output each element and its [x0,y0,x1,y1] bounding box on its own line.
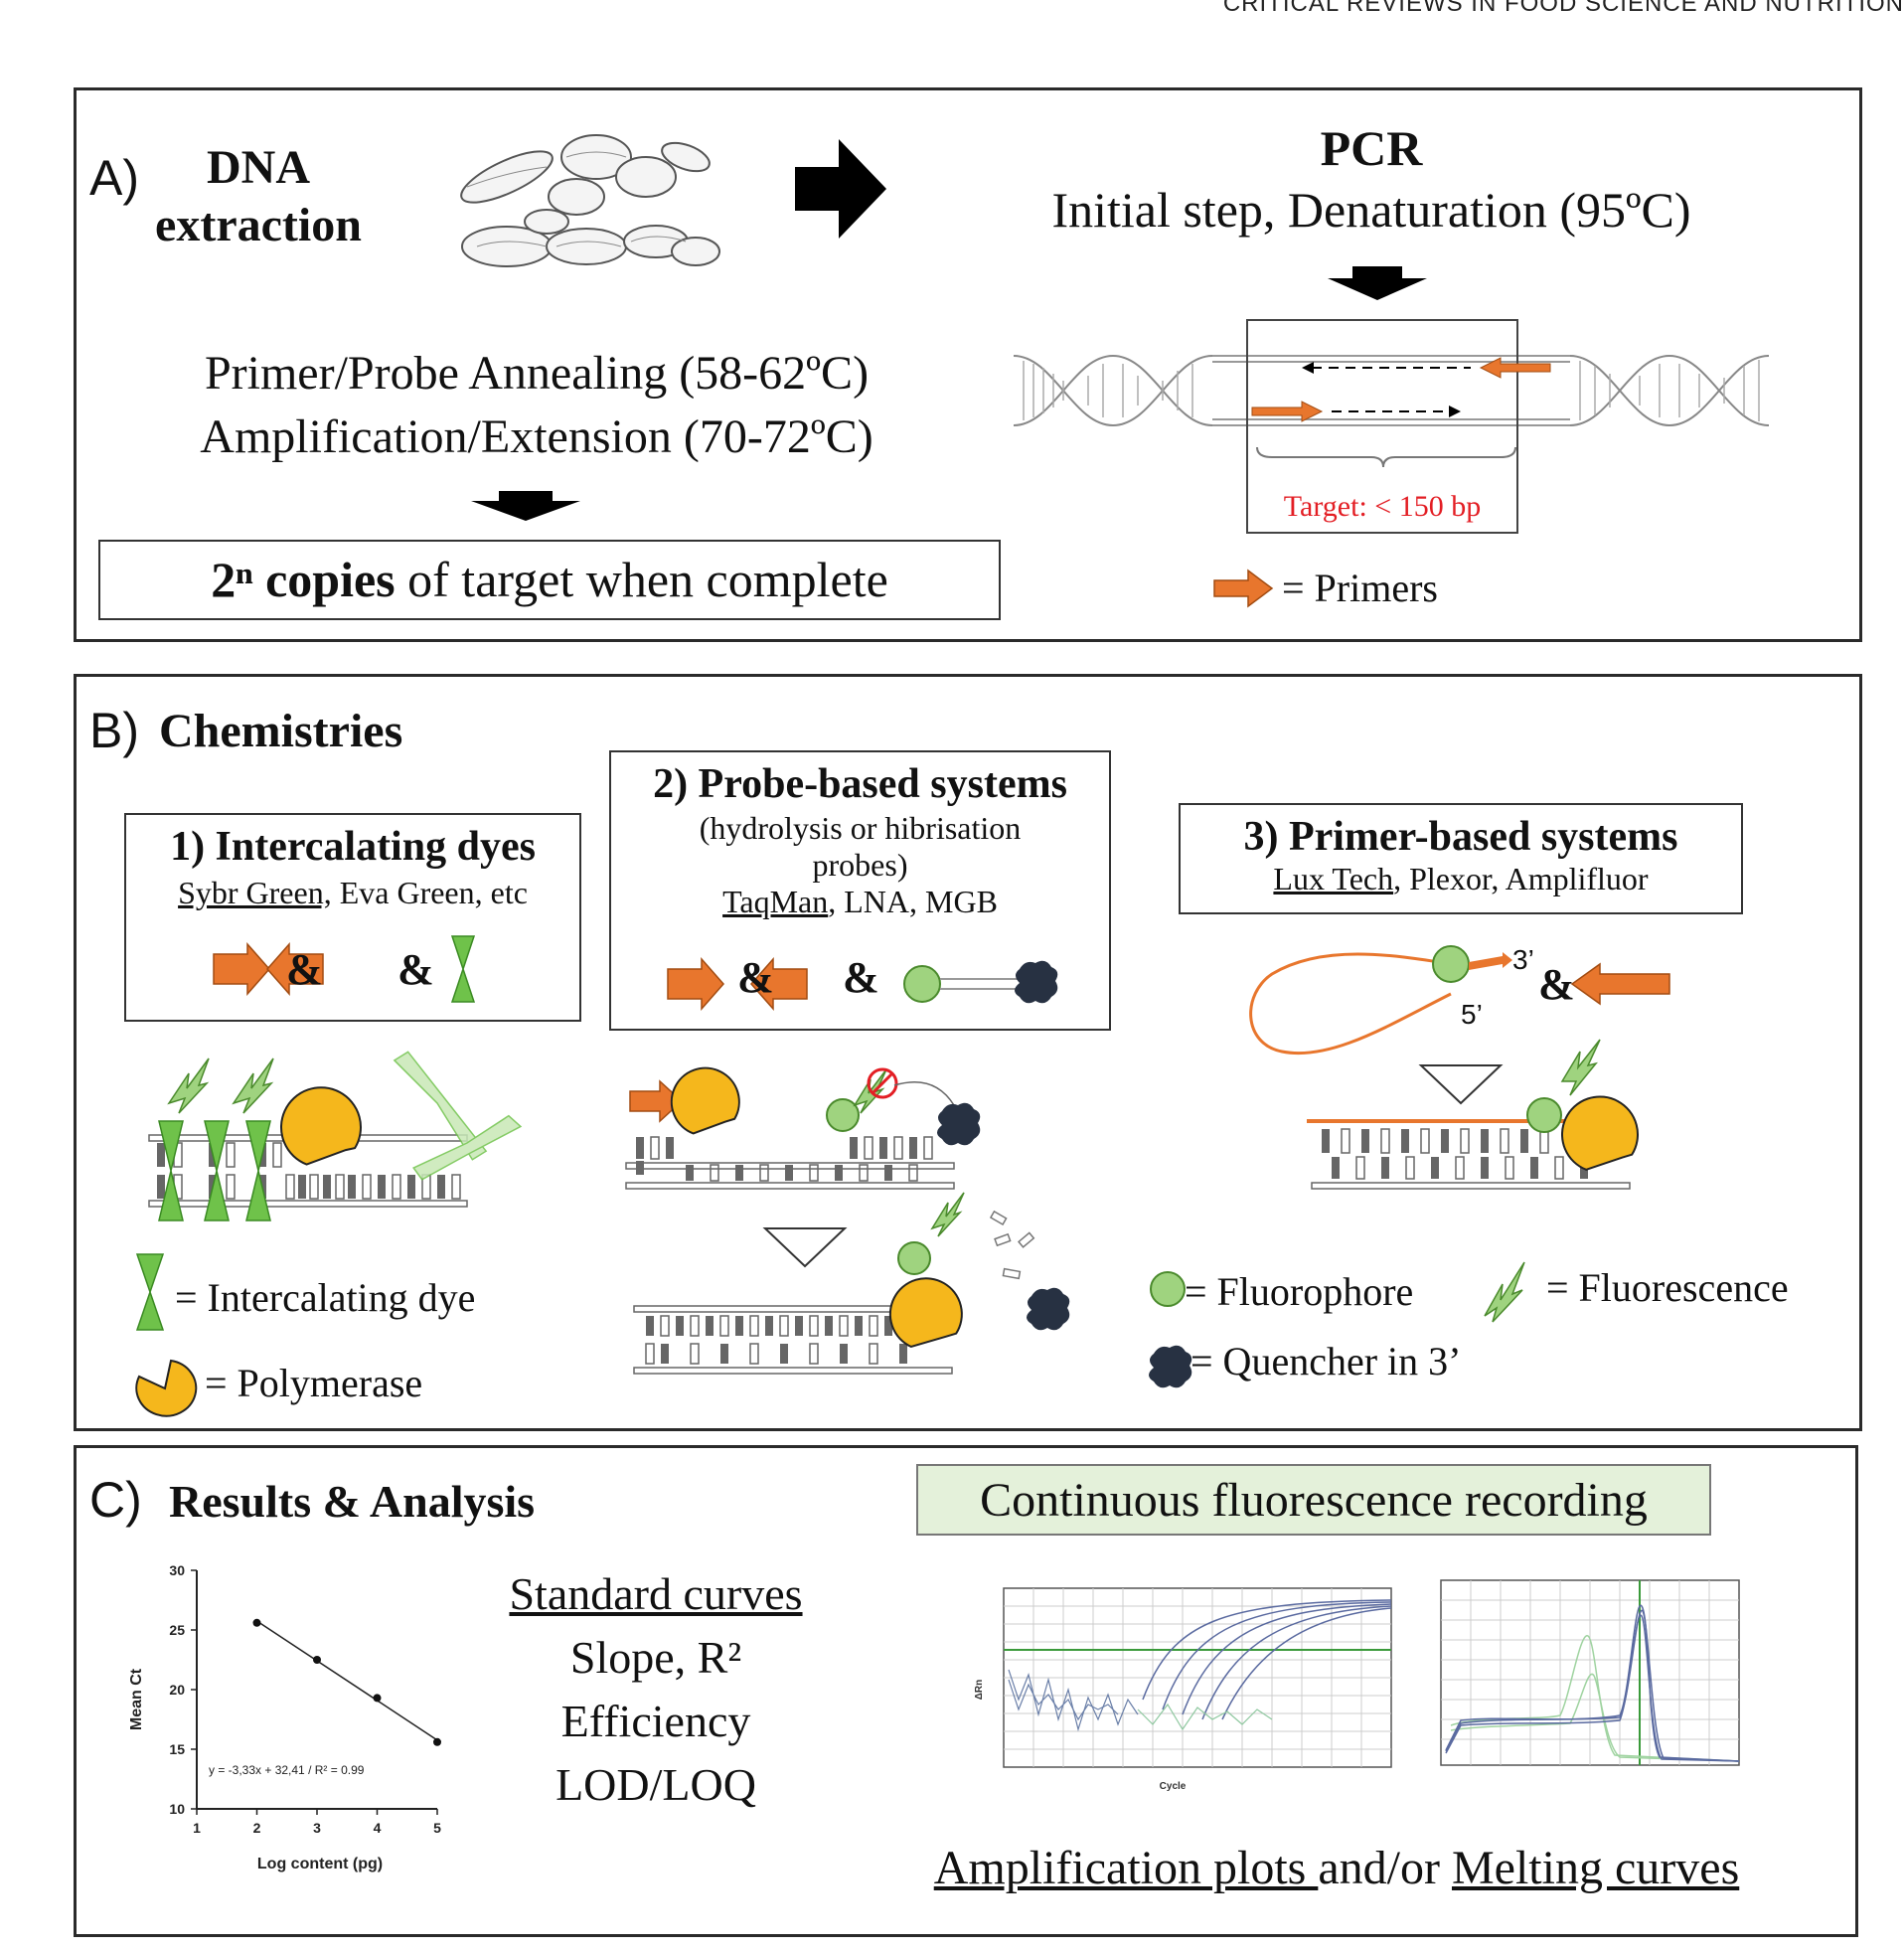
box2-sub3: TaqMan, LNA, MGB [611,884,1109,920]
std-chart-point [252,1618,261,1627]
box1-subtitle: Sybr Green, Eva Green, etc [126,875,579,911]
std-chart-fit-line [256,1620,438,1741]
panel-b-letter: B) [89,703,139,758]
melting-curve-plot [1440,1579,1740,1766]
amp-2: & [397,945,434,994]
std-chart-y-tick-label: 20 [169,1682,185,1698]
panel-c-letter: C) [89,1472,142,1528]
seeds-illustration [460,134,720,267]
box1-sub-ul: Sybr Green, [178,875,332,910]
amp-4: & [843,953,879,1002]
standard-curve-chart: Mean Ct Log content (pg) y = -3,33x + 32… [128,1562,441,1872]
pcr-initial-step: Initial step, Denaturation (95ºC) [1051,182,1691,238]
std-chart-y-tick-label: 25 [169,1622,185,1638]
dna-line2: extraction [155,199,362,251]
amplification-plots-label: Amplification plots [933,1842,1319,1894]
box3-sub-rest: , Plexor, Amplifluor [1393,861,1649,896]
panel-a-letter: A) [89,150,139,206]
box2-sub1: (hydrolysis or hibrisation [699,810,1022,846]
std-chart-point [433,1737,441,1746]
box2-components [667,957,1058,1011]
andor-label: and/or [1318,1842,1452,1894]
probe-reaction [625,1066,1070,1375]
amp-5: & [1538,960,1575,1009]
quencher-legend-icon [1149,1345,1192,1388]
melting-curves-label: Melting curves [1451,1842,1740,1894]
std-chart-x-tick-label: 3 [313,1820,321,1836]
pcr-title: PCR [1320,120,1423,176]
intercalating-dyes-box: 1) Intercalating dyes Sybr Green, Eva Gr… [124,813,581,1022]
slope-label: Slope, R² [569,1632,742,1683]
continuous-recording-box: Continuous fluorescence recording [916,1464,1711,1536]
primers-legend: = Primers [1282,566,1438,610]
std-chart-y-tick-label: 15 [169,1741,185,1757]
intercalating-reaction [148,1051,523,1221]
dna-line1: DNA [207,141,310,194]
target-label: Target: < 150 bp [1283,490,1482,523]
down-arrow-icon [1328,266,1427,300]
panel-c-title: Results & Analysis [169,1476,536,1527]
prime-5: 5’ [1461,999,1483,1030]
fluorescence-legend-icon [1484,1261,1525,1323]
primer-reaction [1307,1039,1639,1190]
panel-b-title: Chemistries [159,705,403,757]
big-right-arrow-icon [795,139,886,239]
box3-title: 3) Primer-based systems [1243,814,1678,860]
std-chart-point [313,1656,321,1664]
amp-1: & [286,945,323,994]
copies-rest: of target when complete [395,552,888,607]
annealing-text: Primer/Probe Annealing (58-62ºC) [204,347,870,400]
std-chart-xlabel: Log content (pg) [257,1856,383,1872]
legend-polymerase: = Polymerase [205,1361,423,1405]
standard-curves-label: Standard curves [509,1568,803,1619]
legend-fluorescence: = Fluorescence [1546,1265,1789,1310]
analysis-list: Standard curves Slope, R² Efficiency LOD… [467,1562,845,1817]
std-chart-point [373,1694,382,1703]
amp-plot-xlabel: Cycle [1160,1781,1187,1792]
intercalating-dye-legend-icon [135,1253,165,1331]
plots-caption: Amplification plots and/or Melting curve… [929,1841,1744,1895]
efficiency-label: Efficiency [560,1696,751,1746]
std-chart-x-tick-label: 2 [253,1820,261,1836]
box2-sub2: probes) [812,847,908,883]
down-arrow-icon [471,491,580,521]
hairpin-primer [1249,945,1670,1056]
copies-box: 2ⁿ copies of target when complete [98,540,1001,620]
dna-extraction-title: DNA extraction [129,139,388,254]
box2-sub3-rest: , LNA, MGB [828,884,998,919]
extension-text: Amplification/Extension (70-72ºC) [200,410,873,463]
std-chart-x-tick-label: 4 [374,1820,382,1836]
box3-subtitle: Lux Tech, Plexor, Amplifluor [1181,861,1741,897]
box2-sub3-ul: TaqMan [722,884,829,919]
prime-3: 3’ [1512,944,1534,975]
legend-intercalating-dye: = Intercalating dye [175,1275,476,1320]
primer-based-box: 3) Primer-based systems Lux Tech, Plexor… [1179,803,1743,914]
fluorophore-legend-icon [1150,1271,1186,1307]
dna-helix-diagram [1013,319,1770,534]
legend-quencher: = Quencher in 3’ [1190,1339,1462,1383]
legend-fluorophore: = Fluorophore [1185,1269,1414,1314]
box3-sub-ul: Lux Tech [1273,861,1394,896]
amp-3: & [737,953,774,1002]
box2-title: 2) Probe-based systems [653,761,1067,807]
amplification-plot: ΔRn Cycle [974,1587,1392,1792]
primer-legend-icon [1213,569,1274,608]
journal-header: CRITICAL REVIEWS IN FOOD SCIENCE AND NUT… [1222,0,1904,17]
polymerase-legend-icon [135,1359,198,1417]
std-chart-ylabel: Mean Ct [128,1668,145,1730]
std-chart-y-tick-label: 30 [169,1562,185,1578]
box1-title: 1) Intercalating dyes [170,824,536,870]
std-chart-annotation: y = -3,33x + 32,41 / R² = 0.99 [209,1763,365,1777]
amp-plot-ylabel: ΔRn [974,1680,985,1701]
std-chart-x-tick-label: 5 [433,1820,441,1836]
box1-components [213,935,476,1003]
lod-loq-label: LOD/LOQ [555,1759,756,1810]
box1-sub-rest: Eva Green, etc [331,875,528,910]
std-chart-y-tick-label: 10 [169,1801,185,1817]
std-chart-x-tick-label: 1 [193,1820,201,1836]
copies-bold: 2ⁿ copies [211,552,396,607]
